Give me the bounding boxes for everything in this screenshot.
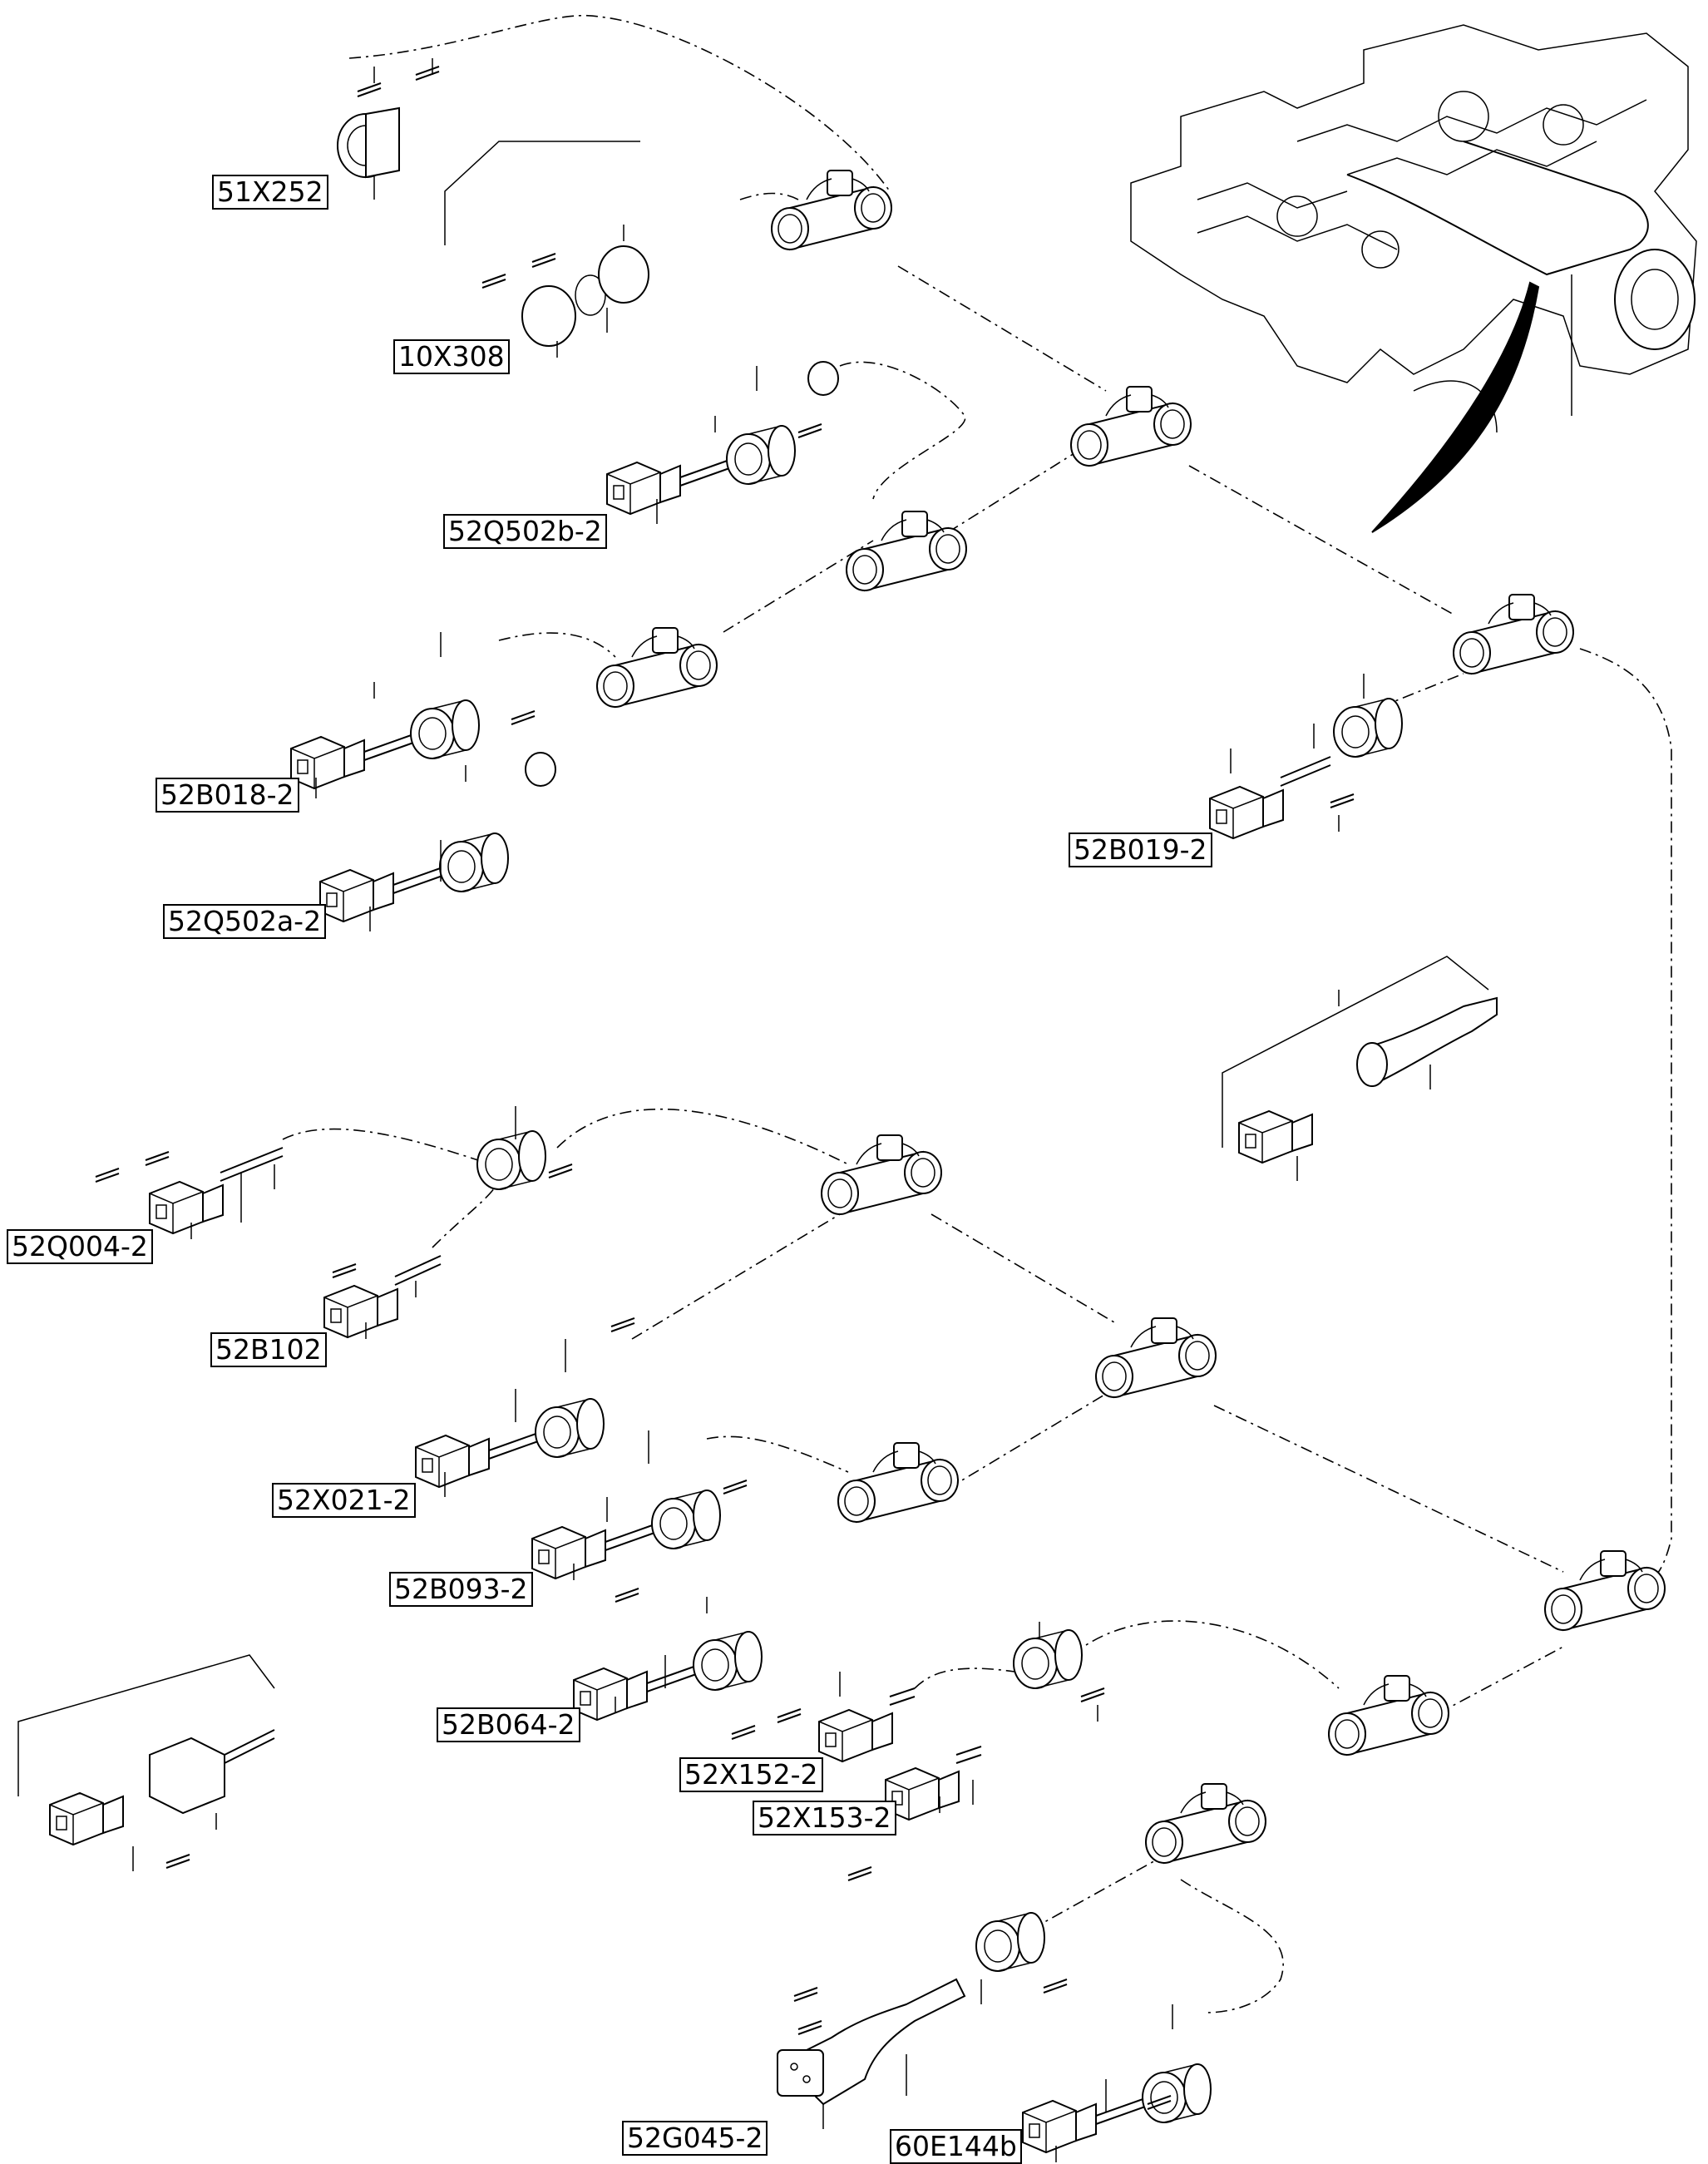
- label-52X021-2: 52X021-2: [272, 1483, 416, 1518]
- label-52B019-2: 52B019-2: [1069, 832, 1212, 867]
- connector-52B102: [323, 1106, 573, 1339]
- label-52B018-2: 52B018-2: [155, 778, 299, 813]
- label-52G045-2: 52G045-2: [622, 2121, 768, 2156]
- connector-52B018-2: [291, 632, 536, 798]
- label-52Q004-2: 52Q004-2: [7, 1229, 153, 1264]
- connector-52B019-2: [1209, 674, 1403, 839]
- label-52X153-2: 52X153-2: [753, 1801, 896, 1835]
- connector-52Q004-2: [95, 1147, 284, 1239]
- connector-52Q502b-2: [607, 361, 839, 524]
- label-51X252: 51X252: [212, 175, 328, 210]
- label-60E144b: 60E144b: [890, 2129, 1022, 2164]
- tee-junctions: [596, 170, 1666, 1864]
- seal-kit-group-b: [17, 1654, 275, 1871]
- label-52B093-2: 52B093-2: [389, 1572, 533, 1607]
- connector-51X252: [337, 58, 440, 200]
- connector-grommet-52X15x: [1013, 1622, 1105, 1722]
- engine-block-illustration: [1130, 24, 1697, 533]
- connector-10X308: [444, 141, 649, 358]
- label-10X308: 10X308: [393, 339, 510, 374]
- connector-52B093-2: [532, 1430, 748, 1580]
- label-52Q502a-2: 52Q502a-2: [163, 904, 327, 939]
- connector-52B064-2: [574, 1588, 762, 1720]
- label-52B102: 52B102: [210, 1332, 327, 1367]
- label-52X152-2: 52X152-2: [679, 1757, 823, 1792]
- connector-52X152-2: [731, 1672, 916, 1762]
- connector-60E144b: [1023, 1979, 1211, 2162]
- label-52Q502b-2: 52Q502b-2: [443, 514, 607, 549]
- connector-52X153-2: [847, 1746, 982, 1881]
- label-52B064-2: 52B064-2: [437, 1707, 580, 1742]
- connector-52Q502a-2: [320, 752, 556, 931]
- seal-kit-group-a: [1222, 956, 1498, 1181]
- connector-52X021-2: [416, 1317, 635, 1497]
- connector-52G045-2: [777, 1912, 1045, 2129]
